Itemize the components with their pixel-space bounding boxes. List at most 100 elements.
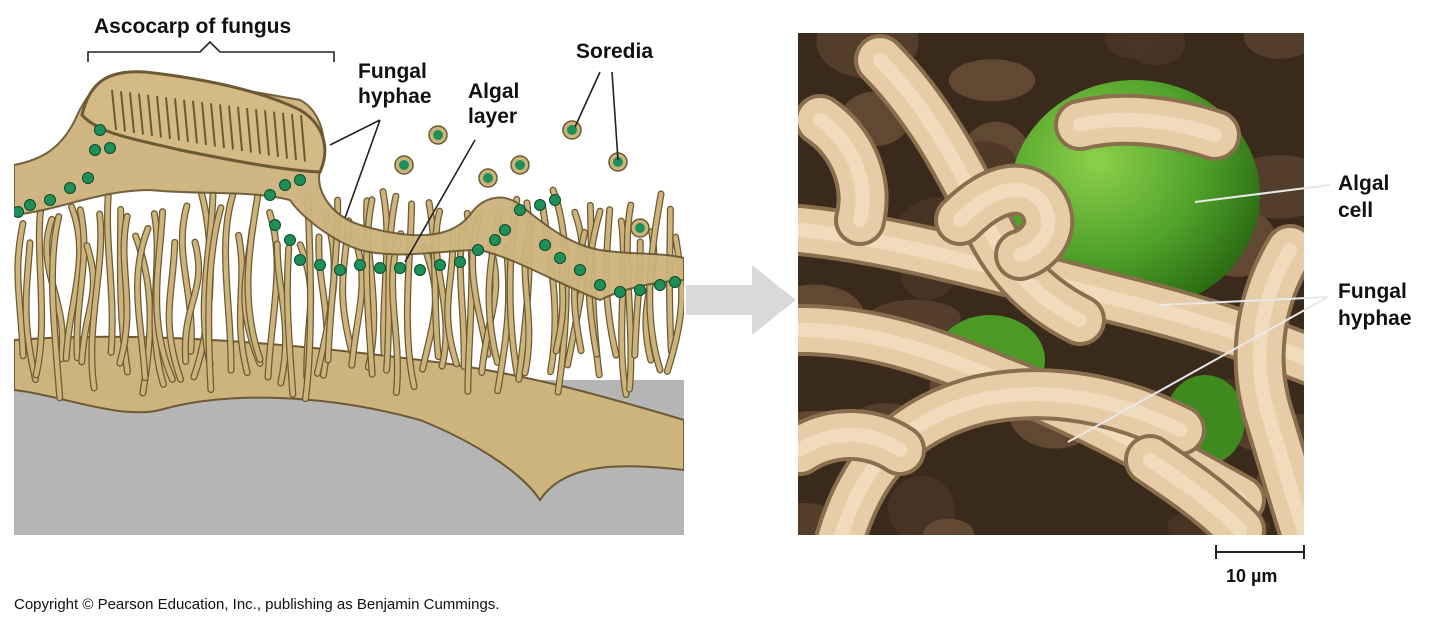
label-fungal-hyphae-left-line1: Fungal: [358, 60, 427, 83]
ascus: [237, 106, 243, 152]
label-ascocarp: Ascocarp of fungus: [94, 15, 291, 38]
algal-cell-dot: [554, 252, 566, 264]
ascus: [255, 109, 261, 155]
hypha-highlight: [1252, 243, 1304, 535]
ascus: [183, 99, 189, 143]
algal-cell-dot: [534, 199, 546, 211]
ascus: [228, 105, 234, 150]
label-algal-cell-line2: cell: [1338, 199, 1373, 222]
ascus: [219, 104, 225, 149]
medulla-hypha: [274, 241, 288, 386]
label-fungal-hyphae-right-line2: hyphae: [1338, 307, 1412, 330]
soredium-algae: [399, 160, 409, 170]
medulla-hypha: [166, 240, 183, 382]
algal-cell-dot: [434, 259, 446, 271]
soredium-algae: [483, 173, 493, 183]
algal-cell-dot: [279, 179, 291, 191]
algal-cell-dot: [264, 189, 276, 201]
algal-cell-dot: [614, 286, 626, 298]
algal-cell-dot: [14, 206, 24, 218]
ascus: [138, 93, 144, 135]
medulla-hypha: [117, 214, 130, 366]
micrograph-hyphae: [798, 34, 1304, 535]
medulla-hypha: [23, 240, 38, 382]
algal-cell-dot: [539, 239, 551, 251]
algal-cell-dot: [489, 234, 501, 246]
label-fungal-hyphae-right-line1: Fungal: [1338, 280, 1407, 303]
hypha-highlight: [953, 182, 1056, 262]
ascus: [174, 98, 180, 141]
algal-cell-dot: [634, 284, 646, 296]
ascocarp-asci: [111, 89, 306, 162]
label-algal-layer-line1: Algal: [468, 80, 519, 103]
medulla-hypha: [285, 245, 296, 397]
label-soredia: Soredia: [576, 40, 653, 63]
ascus: [111, 89, 117, 131]
ascus: [120, 91, 126, 132]
algal-layer-cells: [14, 124, 681, 298]
medulla-hypha: [154, 209, 175, 382]
pointer-algal-layer: [404, 139, 476, 263]
medulla-hypha: [433, 208, 449, 369]
pointer-fungal-hyphae-right: [1067, 296, 1329, 443]
medulla-hypha: [619, 218, 629, 397]
algal-cell-dot: [94, 124, 106, 136]
medulla-hypha: [135, 226, 151, 380]
soredium-algae: [433, 130, 443, 140]
background-hypha: [1243, 33, 1304, 59]
transition-arrow: [686, 265, 796, 335]
background-hypha: [923, 518, 975, 535]
algal-cell-dot: [294, 174, 306, 186]
scale-bar: [1215, 545, 1305, 559]
soredium-algae: [567, 125, 577, 135]
ascus: [246, 107, 252, 153]
medulla-hypha: [384, 194, 399, 373]
label-algal-layer-line2: layer: [468, 105, 517, 128]
algal-cell-dot: [24, 199, 36, 211]
medulla-hypha: [625, 202, 634, 392]
ascus: [129, 92, 135, 134]
algal-cell-dot: [594, 279, 606, 291]
medulla-hypha: [223, 192, 235, 373]
algal-cell-dot: [514, 204, 526, 216]
medulla-hypha: [63, 204, 82, 361]
algal-cell-dot: [314, 259, 326, 271]
algal-cell-dot: [89, 144, 101, 156]
ascus: [165, 97, 171, 140]
hypha-highlight: [1143, 453, 1247, 535]
medulla-hypha: [50, 214, 62, 401]
algal-cell-dot: [414, 264, 426, 276]
label-algal-cell-line1: Algal: [1338, 172, 1389, 195]
algal-cell-dot: [394, 262, 406, 274]
medulla-hypha: [33, 192, 46, 378]
medulla-hypha: [74, 207, 87, 360]
algal-cell-dot: [669, 276, 681, 288]
scale-bar-label: 10 µm: [1226, 566, 1277, 586]
hypha-highlight: [798, 428, 907, 457]
algal-cell-dot: [334, 264, 346, 276]
ascus: [291, 113, 297, 161]
medulla-hypha: [180, 203, 194, 354]
medulla-hypha: [89, 211, 104, 391]
medulla-hypha: [236, 233, 250, 375]
background-hypha: [948, 59, 1036, 102]
algal-cell-dot: [44, 194, 56, 206]
algal-cell-dot: [549, 194, 561, 206]
soredium-algae: [515, 160, 525, 170]
ascus: [273, 111, 279, 158]
algal-cell-dot: [374, 262, 386, 274]
medulla-hypha: [665, 234, 684, 374]
algal-cell-dot: [454, 256, 466, 268]
soredium-algae: [635, 223, 645, 233]
medulla-hypha: [245, 191, 263, 362]
ascocarp-bracket: [87, 40, 335, 62]
medulla-hypha: [105, 193, 115, 355]
label-fungal-hyphae-left-line2: hyphae: [358, 85, 432, 108]
medulla-hypha: [183, 239, 201, 364]
algal-cell-dot: [104, 142, 116, 154]
hypha-highlight: [1073, 112, 1222, 142]
ascus: [201, 101, 207, 146]
background-hypha: [1126, 33, 1186, 66]
medulla-hypha: [426, 200, 441, 359]
